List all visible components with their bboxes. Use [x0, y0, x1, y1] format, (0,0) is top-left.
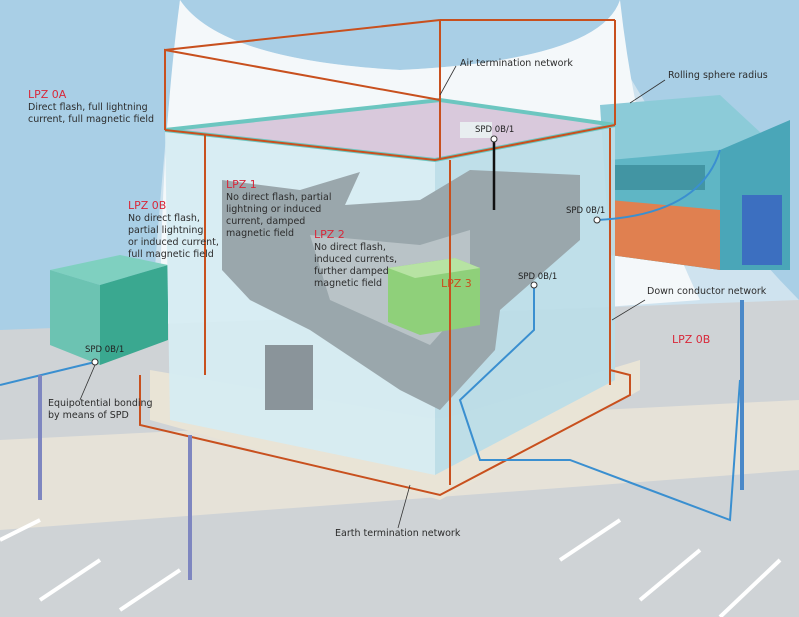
rolling-sphere-label: Rolling sphere radius [668, 70, 768, 81]
air-termination-label: Air termination network [460, 58, 573, 69]
spd-markers [91, 135, 601, 366]
spd-label-shed: SPD 0B/1 [85, 345, 125, 355]
equipotential-label: Equipotential bonding by means of SPD [48, 398, 153, 421]
spd-label-mast: SPD 0B/1 [518, 272, 558, 282]
lpz3-box [388, 258, 480, 335]
rolling-sphere-top [180, 0, 620, 70]
spd-label-warehouse: SPD 0B/1 [566, 206, 606, 216]
zone-lpz3: LPZ 3 [441, 277, 472, 290]
rooftop-unit [460, 122, 492, 138]
parking-lines [0, 518, 782, 617]
spd-label-roof: SPD 0B/1 [475, 125, 515, 135]
main-building [164, 97, 616, 475]
zone-lpz0b-right: LPZ 0B [672, 333, 711, 346]
warehouse [600, 95, 790, 270]
entrance-door [265, 345, 313, 410]
supply-cables [0, 149, 741, 522]
earth-termination-label: Earth termination network [335, 528, 461, 539]
air-termination-network [164, 19, 616, 162]
street-lamps [38, 300, 744, 580]
down-conductor-network [204, 128, 611, 485]
leader-lines [79, 65, 666, 529]
shed [50, 255, 168, 365]
down-conductor-label: Down conductor network [647, 286, 767, 297]
earth-termination-network [139, 369, 631, 497]
